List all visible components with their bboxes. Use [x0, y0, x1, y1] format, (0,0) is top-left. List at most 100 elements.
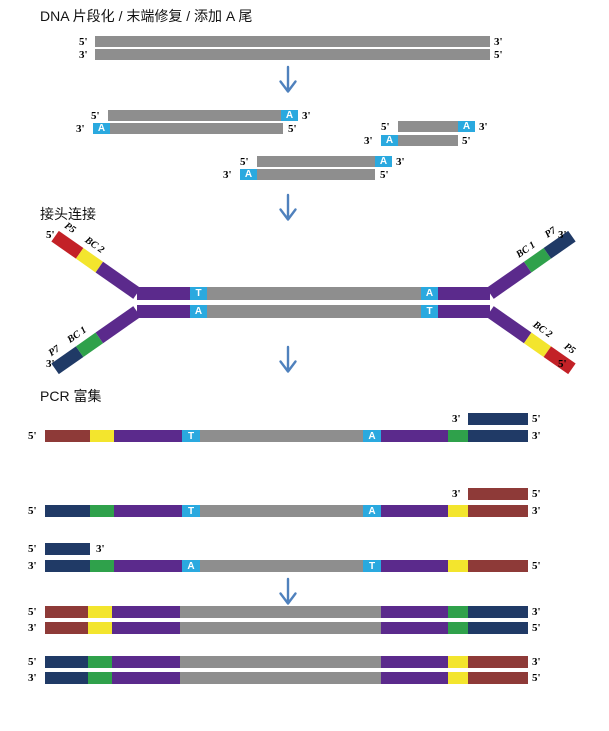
bc1-segment	[448, 606, 468, 618]
label-3prime: 3'	[28, 560, 37, 572]
p7-segment	[468, 413, 528, 425]
label-5prime: 5'	[532, 622, 541, 634]
label-3prime: 3'	[76, 123, 85, 135]
label-5prime: 5'	[381, 121, 390, 133]
down-arrow-icon	[279, 65, 297, 93]
fragment-2-bottom-strand: A	[381, 135, 458, 146]
adapter-segment	[137, 287, 190, 300]
p5-primer	[468, 488, 528, 500]
insert-segment	[180, 656, 381, 668]
fragment-1-bottom-strand: A	[93, 123, 283, 134]
pcr-template-2: T A	[45, 505, 528, 517]
adapter-segment	[114, 560, 182, 572]
bc1-segment	[90, 560, 114, 572]
dna-segment	[110, 123, 283, 134]
label-5prime: 5'	[288, 123, 297, 135]
label-3prime: 3'	[452, 413, 461, 425]
ligated-top-strand: T A	[137, 287, 490, 300]
p5-segment	[468, 560, 528, 572]
p7-segment	[468, 622, 528, 634]
adapter-segment	[438, 287, 490, 300]
adapter-segment	[381, 656, 448, 668]
p5-segment	[468, 672, 528, 684]
t-overhang: T	[363, 560, 381, 572]
label-3prime: 3'	[46, 358, 55, 370]
adapter-segment	[438, 305, 490, 318]
genomic-dna-top-strand	[95, 36, 490, 47]
p5-segment	[468, 488, 528, 500]
p5-segment	[468, 505, 528, 517]
pcr-product-2-top	[45, 656, 528, 668]
label-5prime: 5'	[79, 36, 88, 48]
adapter-arm-lower-left: P7 BC 1	[47, 306, 141, 375]
adapter-segment	[112, 606, 180, 618]
pcr-product-1-bottom	[45, 622, 528, 634]
bc1-segment	[448, 622, 468, 634]
adapter-segment	[381, 622, 448, 634]
bc1-segment	[88, 672, 112, 684]
adapter-segment	[381, 672, 448, 684]
a-overhang: A	[458, 121, 475, 132]
label-5prime: 5'	[462, 135, 471, 147]
p7-segment	[45, 543, 90, 555]
bc1-segment	[90, 505, 114, 517]
adapter-segment	[381, 430, 448, 442]
genomic-dna-bottom-strand	[95, 49, 490, 60]
label-3prime: 3'	[558, 229, 567, 241]
label-3prime: 3'	[479, 121, 488, 133]
t-overhang: T	[182, 430, 200, 442]
adapter-segment	[114, 430, 182, 442]
label-3prime: 3'	[532, 606, 541, 618]
a-overhang: A	[381, 135, 398, 146]
pcr-template-1: T A	[45, 430, 528, 442]
label-3prime: 3'	[223, 169, 232, 181]
bc2-segment	[448, 656, 468, 668]
a-overhang: A	[421, 287, 438, 300]
fragment-3-top-strand: A	[257, 156, 392, 167]
label-5prime: 5'	[532, 413, 541, 425]
label-5prime: 5'	[91, 110, 100, 122]
insert-segment	[207, 287, 421, 300]
adapter-segment	[381, 560, 448, 572]
label-3prime: 3'	[532, 430, 541, 442]
fragment-2-top-strand: A	[398, 121, 475, 132]
down-arrow-icon	[279, 577, 297, 605]
insert-segment	[200, 430, 363, 442]
a-overhang: A	[281, 110, 298, 121]
label-5prime: 5'	[28, 543, 37, 555]
t-overhang: T	[190, 287, 207, 300]
bc2-segment	[448, 560, 468, 572]
adapter-stem-segment	[486, 306, 532, 344]
label-5prime: 5'	[28, 505, 37, 517]
fragment-3-bottom-strand: A	[240, 169, 375, 180]
label-3prime: 3'	[28, 672, 37, 684]
a-overhang: A	[93, 123, 110, 134]
a-overhang: A	[363, 505, 381, 517]
label-5prime: 5'	[558, 358, 567, 370]
label-5prime: 5'	[46, 229, 55, 241]
fragment-1-top-strand: A	[108, 110, 298, 121]
a-overhang: A	[363, 430, 381, 442]
adapter-arm-upper-right: BC 1 P7	[486, 225, 576, 299]
ligated-bottom-strand: A T	[137, 305, 490, 318]
bc2-segment	[88, 622, 112, 634]
dna-segment	[95, 49, 490, 60]
a-overhang: A	[190, 305, 207, 318]
insert-segment	[200, 560, 363, 572]
label-3prime: 3'	[396, 156, 405, 168]
label-3prime: 3'	[532, 505, 541, 517]
bc2-segment	[88, 606, 112, 618]
label-5prime: 5'	[28, 656, 37, 668]
p5-segment	[45, 430, 90, 442]
down-arrow-icon	[279, 193, 297, 221]
dna-segment	[95, 36, 490, 47]
down-arrow-icon	[279, 345, 297, 373]
section-title-pcr: PCR 富集	[40, 388, 102, 404]
dna-segment	[257, 169, 375, 180]
insert-segment	[180, 606, 381, 618]
label-5prime: 5'	[380, 169, 389, 181]
label-5prime: 5'	[532, 672, 541, 684]
dna-segment	[398, 135, 458, 146]
a-overhang: A	[240, 169, 257, 180]
